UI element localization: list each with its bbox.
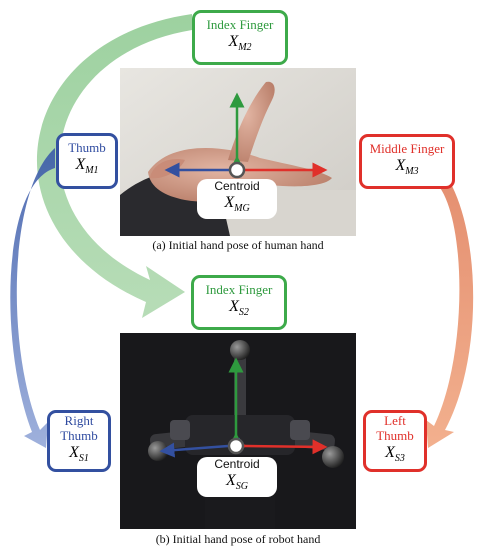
left-thumb-robot-symbol: XS3	[385, 443, 405, 465]
human-centroid-label: Centroid XMG	[197, 179, 277, 219]
right-thumb-robot-label-2: Thumb	[60, 427, 98, 443]
robot-left-thumb-vector	[232, 438, 328, 455]
right-thumb-robot-symbol: XS1	[69, 443, 89, 465]
index-finger-human-box: Index Finger XM2	[192, 10, 288, 65]
human-centroid-text: Centroid	[214, 179, 260, 194]
middle-finger-human-box: Middle Finger XM3	[359, 134, 455, 189]
middle-finger-human-label: Middle Finger	[369, 140, 445, 156]
right-thumb-robot-label-1: Right	[64, 412, 94, 428]
robot-centroid-point	[227, 437, 245, 455]
index-finger-human-label: Index Finger	[206, 16, 274, 32]
middle-finger-human-symbol: XM3	[395, 156, 419, 178]
robot-centroid-symbol: XSG	[225, 472, 248, 493]
human-centroid-point	[228, 161, 246, 179]
left-thumb-robot-label-2: Thumb	[376, 427, 414, 443]
robot-centroid-label: Centroid XSG	[197, 457, 277, 497]
index-finger-robot-box: Index Finger XS2	[191, 275, 287, 330]
index-mapping-flow	[36, 14, 192, 318]
left-thumb-robot-label-1: Left	[384, 412, 406, 428]
index-finger-robot-symbol: XS2	[229, 297, 249, 319]
thumb-human-label: Thumb	[68, 140, 106, 156]
robot-hand-caption: (b) Initial hand pose of robot hand	[155, 532, 321, 546]
thumb-human-symbol: XM1	[75, 156, 99, 177]
human-centroid-symbol: XMG	[224, 194, 250, 215]
index-finger-human-symbol: XM2	[228, 32, 252, 54]
left-thumb-robot-box: Left Thumb XS3	[363, 410, 427, 472]
thumb-human-box: Thumb XM1	[56, 133, 118, 189]
index-finger-robot-label: Index Finger	[205, 281, 273, 297]
thumb-mapping-flow	[10, 148, 56, 448]
robot-centroid-text: Centroid	[214, 457, 260, 472]
right-thumb-robot-box: Right Thumb XS1	[47, 410, 111, 472]
middle-mapping-flow	[426, 160, 474, 448]
robot-hand-photo	[120, 333, 356, 529]
human-hand-caption: (a) Initial hand pose of human hand	[152, 238, 324, 252]
robot-right-thumb-vector	[159, 437, 242, 458]
